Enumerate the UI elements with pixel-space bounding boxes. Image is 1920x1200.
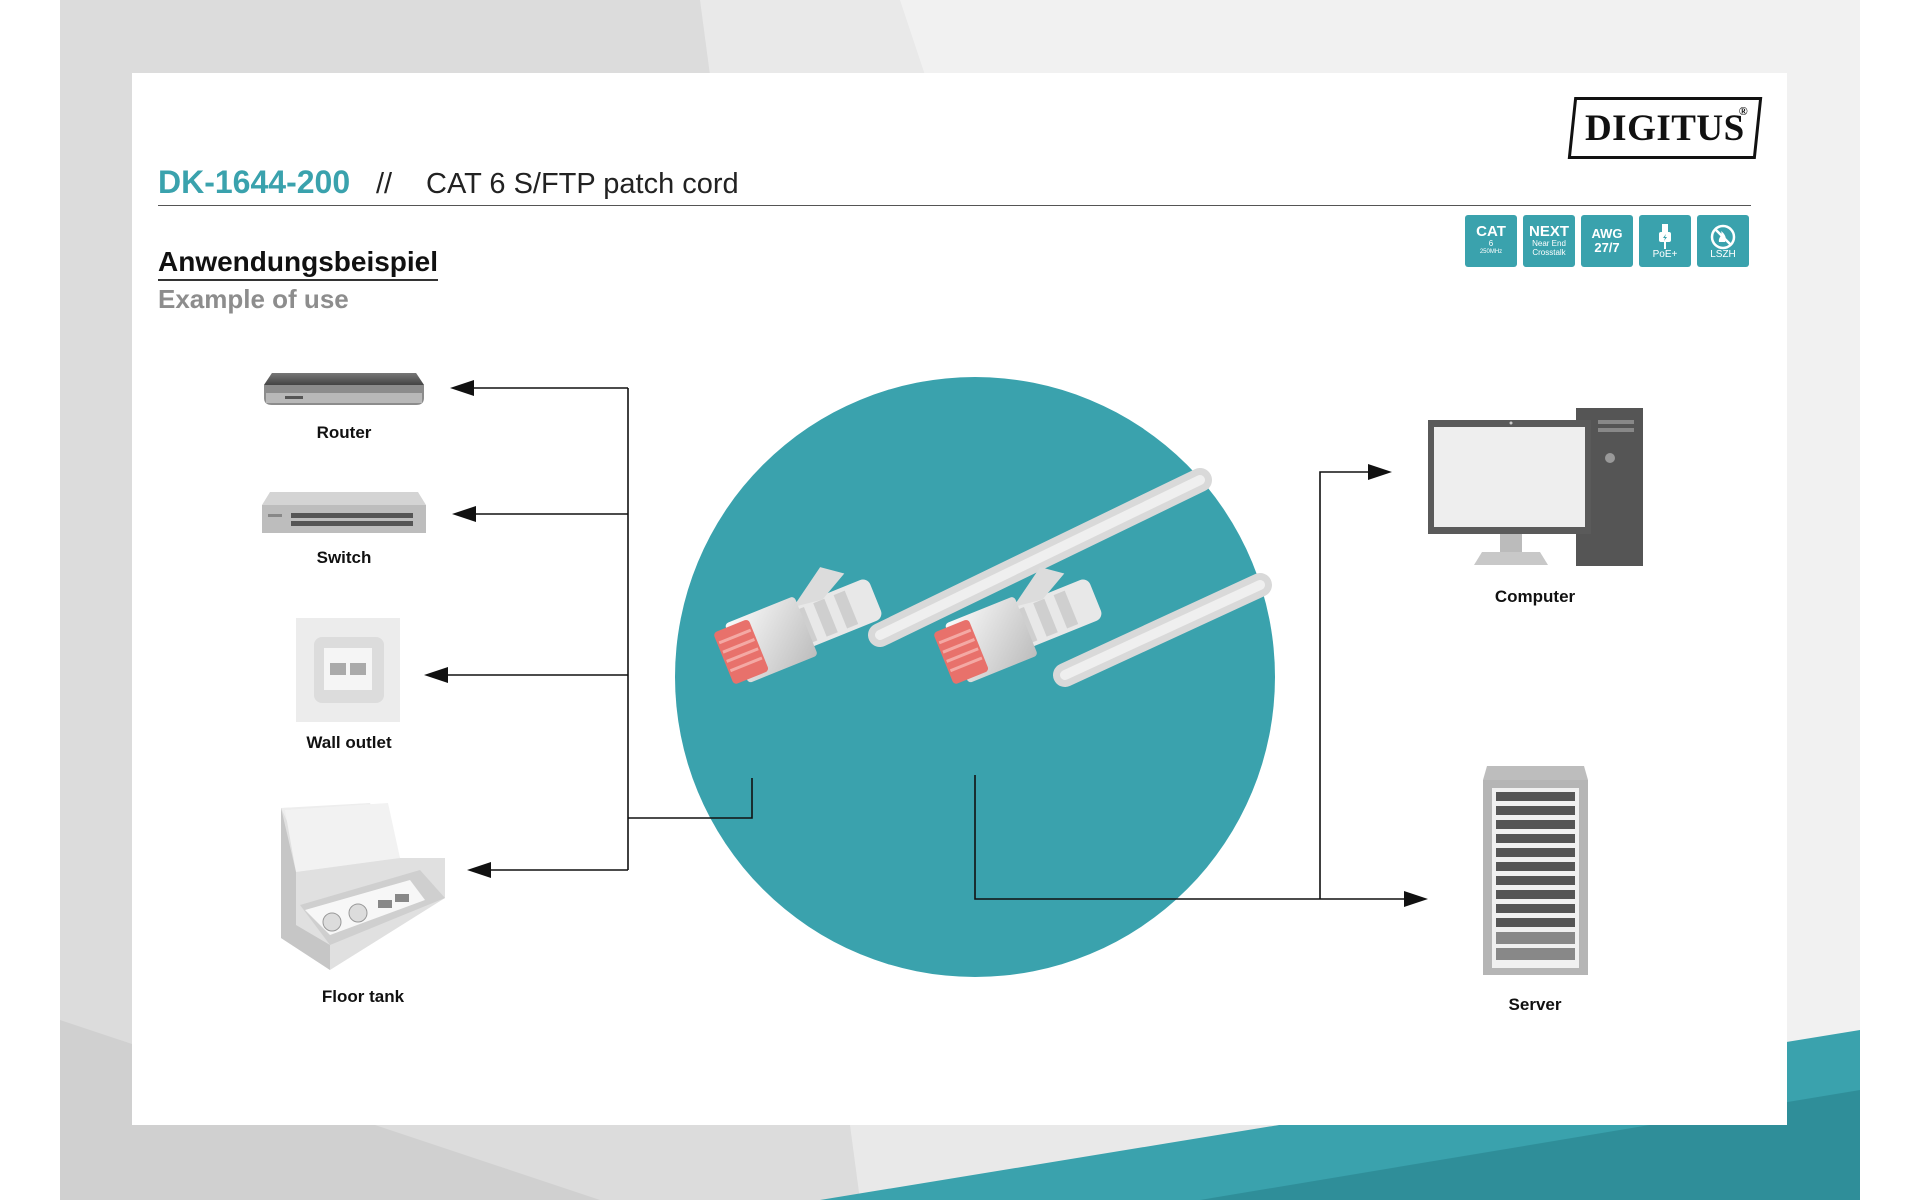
section-title-de: Anwendungsbeispiel <box>158 246 439 281</box>
switch-icon <box>262 492 426 533</box>
rj45-connector-left <box>714 567 882 684</box>
rj45-connector-right <box>934 567 1102 684</box>
feature-badges: CAT 6 250MHz NEXT Near End Crosstalk AWG… <box>1465 215 1749 267</box>
next-badge-line3: Crosstalk <box>1532 248 1566 257</box>
cat6-badge-icon: CAT 6 250MHz <box>1465 215 1517 267</box>
poe-badge-label: PoE+ <box>1652 248 1678 260</box>
cable-illustration <box>675 377 1275 977</box>
title-separator: // <box>376 168 393 200</box>
product-title: CAT 6 S/FTP patch cord <box>426 168 739 200</box>
awg-badge-line1: AWG <box>1591 226 1623 241</box>
floor-tank-icon <box>281 803 445 970</box>
right-arrowheads <box>1368 464 1428 907</box>
awg-badge-icon: AWG 27/7 <box>1581 215 1633 267</box>
lszh-badge-label: LSZH <box>1710 248 1736 260</box>
arrow-computer <box>1368 464 1392 480</box>
left-connection-lines <box>444 387 753 871</box>
header-rule <box>158 205 1751 206</box>
section-title-en: Example of use <box>158 284 349 314</box>
left-arrowheads <box>424 380 491 878</box>
arrow-server <box>1404 891 1428 907</box>
product-code: DK-1644-200 <box>158 164 351 200</box>
next-badge-icon: NEXT Near End Crosstalk <box>1523 215 1575 267</box>
arrow-floor-tank <box>467 862 491 878</box>
server-label: Server <box>1508 995 1562 1014</box>
server-icon <box>1483 766 1588 975</box>
computer-icon <box>1428 408 1643 566</box>
arrow-wall-outlet <box>424 667 448 683</box>
right-connection-lines <box>974 471 1406 900</box>
poe-plug-icon <box>1659 223 1671 249</box>
wall-outlet-label: Wall outlet <box>306 733 392 752</box>
arrow-router <box>450 380 474 396</box>
router-icon <box>264 373 424 405</box>
computer-label: Computer <box>1494 587 1576 606</box>
router-label: Router <box>316 423 372 442</box>
cat6-badge-line2: 6 <box>1488 239 1494 248</box>
arrow-switch <box>452 506 476 522</box>
awg-badge-line2: 27/7 <box>1594 240 1620 255</box>
switch-label: Switch <box>316 548 372 567</box>
wall-outlet-icon <box>296 618 400 722</box>
floor-tank-label: Floor tank <box>321 987 405 1006</box>
next-badge-line2: Near End <box>1532 239 1566 248</box>
lszh-badge-icon: LSZH <box>1697 215 1749 267</box>
no-smoke-icon <box>1710 224 1736 249</box>
cat6-badge-line1: CAT <box>1476 223 1506 240</box>
cat6-badge-line3: 250MHz <box>1479 249 1503 255</box>
poe-badge-icon: PoE+ <box>1639 215 1691 267</box>
next-badge-line1: NEXT <box>1528 223 1569 240</box>
